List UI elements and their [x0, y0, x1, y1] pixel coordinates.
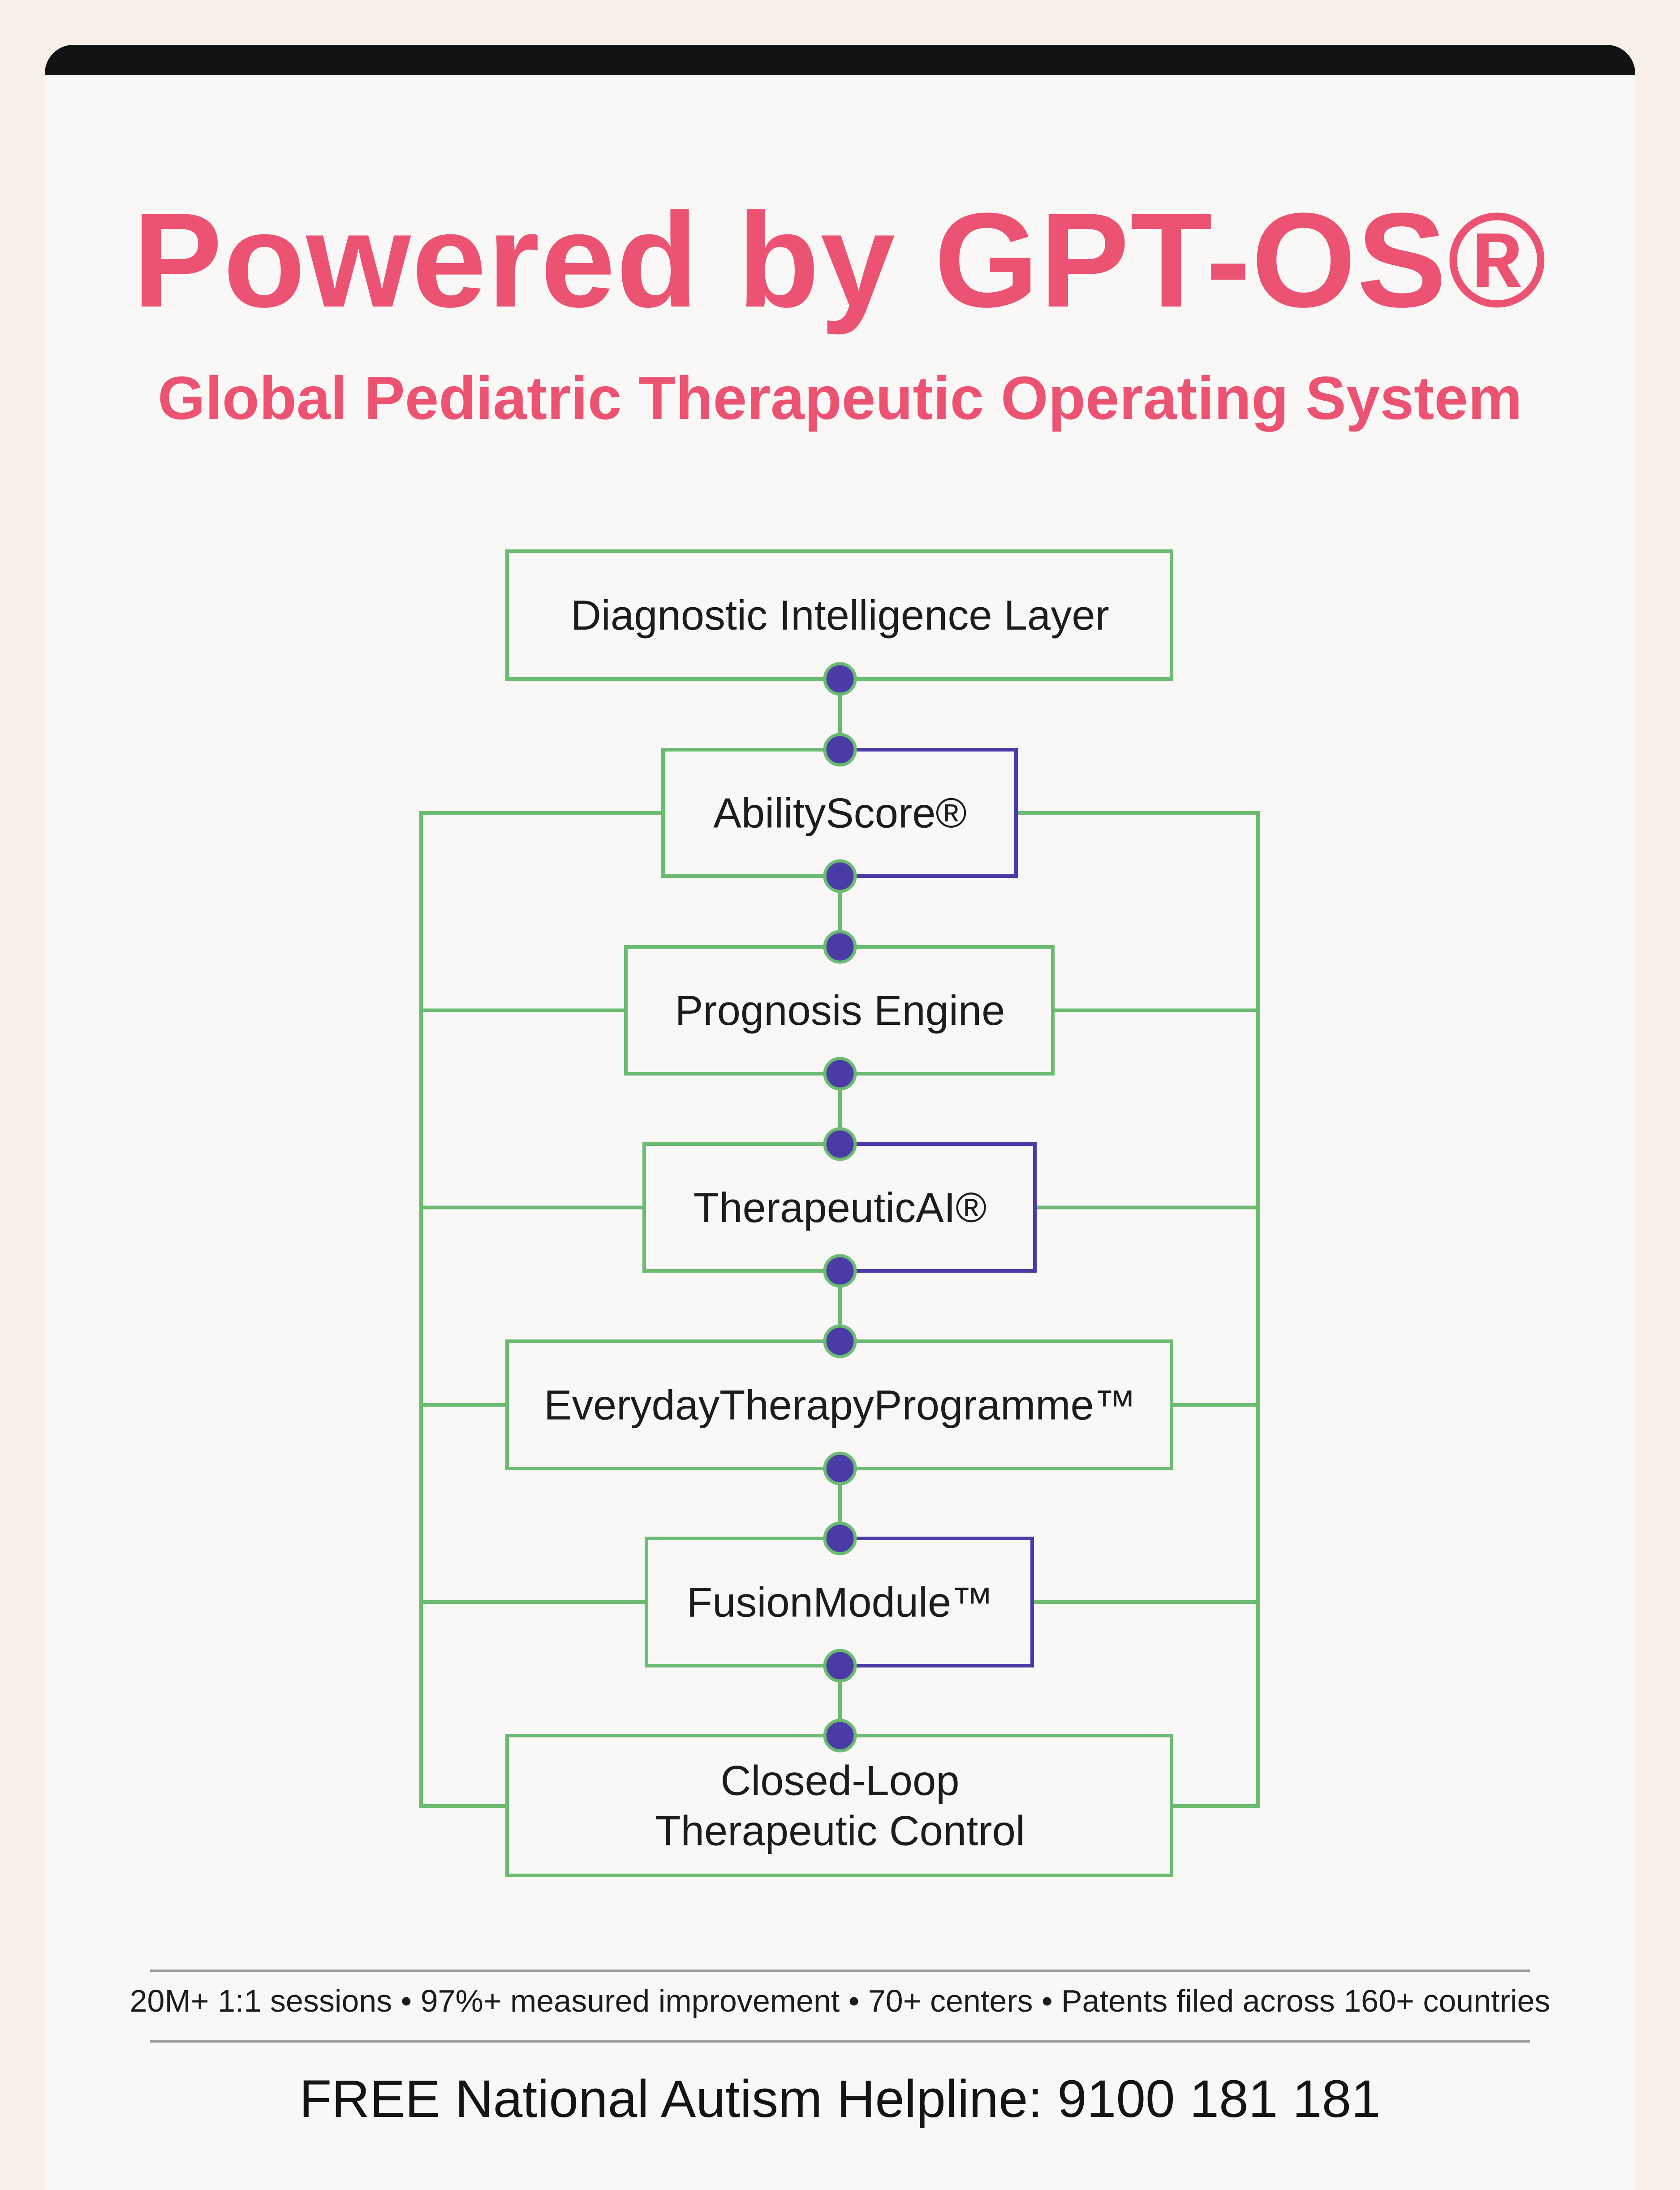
node-fusion: FusionModule™: [645, 1537, 1034, 1667]
node-label: FusionModule™: [687, 1579, 993, 1626]
node-prognosis: Prognosis Engine: [624, 945, 1055, 1076]
node-therapeuticai: TherapeuticAI®: [642, 1142, 1037, 1273]
page-subtitle: Global Pediatric Therapeutic Operating S…: [158, 364, 1522, 432]
node-label: Prognosis Engine: [675, 987, 1005, 1034]
connector-dot: [823, 1451, 857, 1486]
node-label: Therapeutic Control: [655, 1807, 1025, 1854]
node-box-fill: [507, 1341, 1172, 1469]
node-diagnostic: Diagnostic Intelligence Layer: [505, 549, 1173, 681]
stats-divider-top: [150, 1970, 1530, 1972]
edge-everyday-to-fusion: [823, 1451, 857, 1555]
node-border-green: [661, 748, 840, 878]
node-box-fill: [507, 1736, 1172, 1875]
node-box-fill: [663, 750, 1016, 876]
connector-dot: [823, 733, 857, 767]
connector-dot: [823, 1127, 857, 1161]
feedback-rails: [419, 811, 1260, 1808]
page-title: Powered by GPT-OS®: [133, 185, 1547, 335]
node-box-fill: [626, 947, 1053, 1074]
card-top-bar: [45, 45, 1635, 75]
node-border-purple: [840, 1142, 1037, 1273]
node-label: EverydayTherapyProgramme™: [544, 1382, 1136, 1429]
node-label: TherapeuticAI®: [694, 1184, 986, 1231]
edge-abilityscore-to-prognosis: [823, 859, 857, 964]
node-label: Diagnostic Intelligence Layer: [571, 592, 1109, 639]
connector-dot: [823, 1324, 857, 1358]
node-border-green: [645, 1537, 840, 1667]
diagram-connectors: [823, 662, 857, 1753]
connector-dot: [823, 1254, 857, 1288]
node-abilityscore: AbilityScore®: [661, 748, 1018, 878]
node-box-fill: [507, 551, 1172, 679]
diagram-boxes: Diagnostic Intelligence LayerAbilityScor…: [505, 549, 1173, 1877]
connector-dot: [823, 1057, 857, 1091]
stats-divider-bottom: [150, 2040, 1530, 2043]
edge-prognosis-to-therapeuticai: [823, 1057, 857, 1161]
edge-fusion-to-closedloop: [823, 1649, 857, 1753]
node-border-green: [642, 1142, 840, 1273]
node-everyday: EverydayTherapyProgramme™: [505, 1339, 1173, 1470]
connector-dot: [823, 662, 857, 696]
connector-dot: [823, 930, 857, 964]
node-border-purple: [840, 1537, 1034, 1667]
helpline-text: FREE National Autism Helpline: 9100 181 …: [299, 2069, 1381, 2129]
stats-line: 20M+ 1:1 sessions • 97%+ measured improv…: [129, 1983, 1551, 2018]
edge-diagnostic-to-abilityscore: [823, 662, 857, 767]
connector-dot: [823, 859, 857, 893]
node-label: AbilityScore®: [713, 790, 967, 837]
connector-dot: [823, 1649, 857, 1683]
node-box-fill: [646, 1538, 1032, 1666]
edge-therapeuticai-to-everyday: [823, 1254, 857, 1358]
node-label: Closed-Loop: [720, 1757, 959, 1804]
connector-dot: [823, 1719, 857, 1753]
node-border-purple: [840, 748, 1018, 878]
node-box-fill: [644, 1144, 1035, 1271]
connector-dot: [823, 1521, 857, 1555]
